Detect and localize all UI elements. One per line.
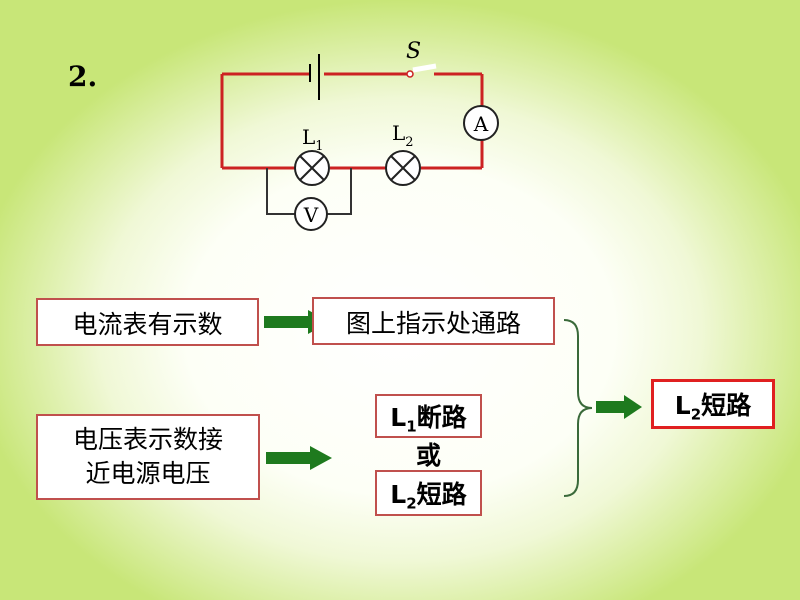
- voltmeter-reading-line1: 电压表示数接: [72, 425, 223, 454]
- arrow-right-icon: [596, 395, 642, 419]
- voltmeter-label: V: [303, 203, 319, 227]
- result-text: L2短路: [674, 391, 752, 424]
- switch-icon: [406, 63, 437, 78]
- path-conclusion-box: 图上指示处通路: [312, 297, 555, 345]
- l1-open-circuit-box: L1断路: [375, 394, 482, 438]
- battery-icon: [309, 54, 320, 100]
- ammeter-reading-text: 电流表有示数: [72, 310, 223, 339]
- lamp1-label: L1: [302, 125, 324, 154]
- voltmeter-branch-wire: [266, 168, 352, 215]
- problem-number: 2.: [68, 60, 98, 93]
- ammeter-label: A: [473, 112, 489, 136]
- right-brace-icon: [563, 319, 593, 497]
- ammeter-reading-box: 电流表有示数: [36, 298, 259, 346]
- lamp1-icon: [294, 150, 330, 186]
- path-conclusion-text: 图上指示处通路: [345, 309, 521, 338]
- lamp2-icon: [385, 150, 421, 186]
- l2-short-circuit-option-text: L2短路: [390, 480, 467, 513]
- voltmeter-reading-line2: 近电源电压: [85, 459, 211, 488]
- voltmeter-reading-box: 电压表示数接 近电源电压: [36, 414, 260, 500]
- lamp2-label: L2: [392, 121, 414, 150]
- arrow-right-icon: [266, 446, 332, 470]
- l2-short-circuit-option-box: L2短路: [375, 470, 482, 516]
- ammeter-icon: A: [463, 105, 499, 141]
- l1-open-circuit-text: L1断路: [390, 403, 467, 436]
- switch-label: S: [406, 39, 421, 64]
- voltmeter-icon: V: [294, 197, 328, 231]
- main-loop-wire: [220, 72, 484, 170]
- or-text: 或: [416, 441, 442, 470]
- result-box: L2短路: [651, 379, 775, 429]
